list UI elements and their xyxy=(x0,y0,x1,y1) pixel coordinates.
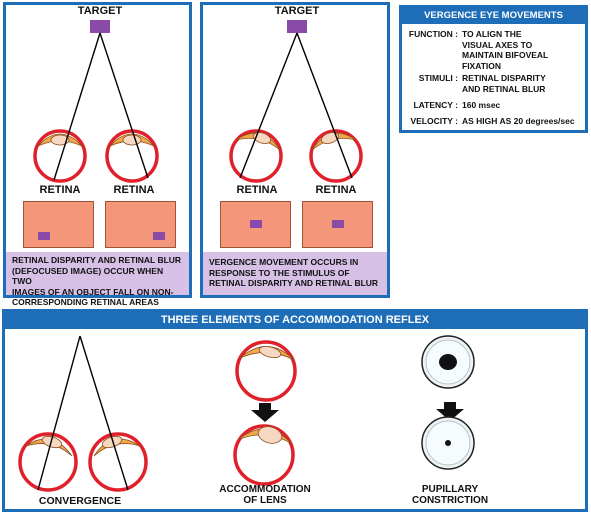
function-label: FUNCTION : xyxy=(408,29,458,39)
convergence-label: CONVERGENCE xyxy=(38,495,122,507)
pupil-dilated xyxy=(421,335,475,389)
ray-middle-2 xyxy=(296,32,353,179)
stimuli-label: STIMULI : xyxy=(418,73,458,83)
pupil-label-line-1: PUPILLARY xyxy=(421,484,479,495)
image-spot-middle-1 xyxy=(250,220,262,228)
caption-middle-line-3: RETINAL DISPARITY AND RETINAL BLUR xyxy=(209,278,379,288)
eye-left-1 xyxy=(33,129,87,183)
velocity-value: AS HIGH AS 20 degrees/sec xyxy=(462,116,575,126)
lens-label-line-2: OF LENS xyxy=(243,495,287,506)
ray-left-1 xyxy=(53,32,101,181)
retina-map-middle-1 xyxy=(220,201,291,248)
stimuli-value: RETINAL DISPARITY AND RETINAL BLUR xyxy=(462,73,584,94)
latency-label: LATENCY : xyxy=(413,100,458,110)
image-spot-left-1 xyxy=(38,232,50,240)
image-spot-left-2 xyxy=(153,232,165,240)
function-line-2: VISUAL AXES TO xyxy=(462,39,533,50)
retina-label-middle-1: RETINA xyxy=(236,184,278,196)
vergence-table xyxy=(399,5,588,133)
retina-map-middle-2 xyxy=(302,201,373,248)
caption-middle: VERGENCE MOVEMENT OCCURS IN RESPONSE TO … xyxy=(203,252,387,295)
stimuli-line-2: AND RETINAL BLUR xyxy=(462,83,546,94)
pupil-label: PUPILLARY CONSTRICTION xyxy=(390,484,510,506)
caption-middle-line-1: VERGENCE MOVEMENT OCCURS IN xyxy=(209,257,359,267)
caption-left-line-1: RETINAL DISPARITY AND RETINAL BLUR xyxy=(12,255,182,265)
latency-value: 160 msec xyxy=(462,100,501,110)
retina-label-left-2: RETINA xyxy=(113,184,155,196)
velocity-label: VELOCITY : xyxy=(410,116,458,126)
function-value: TO ALIGN THE VISUAL AXES TO MAINTAIN BIF… xyxy=(462,29,584,71)
accommodation-title: THREE ELEMENTS OF ACCOMMODATION REFLEX xyxy=(5,312,585,329)
convergence-eye-2 xyxy=(88,432,148,492)
stimuli-line-1: RETINAL DISPARITY xyxy=(462,73,546,83)
retina-map-left-1 xyxy=(23,201,94,248)
lens-eye-accommodated xyxy=(233,424,295,486)
function-line-3: MAINTAIN BIFOVEAL xyxy=(462,50,549,60)
eyes-diagram-middle xyxy=(229,32,363,183)
convergence-eye-1 xyxy=(18,432,78,492)
convergence-ray-1 xyxy=(37,335,81,491)
retina-label-left-1: RETINA xyxy=(39,184,81,196)
retina-map-left-2 xyxy=(105,201,176,248)
pupil-constricted xyxy=(421,416,475,470)
caption-left-line-3: IMAGES OF AN OBJECT FALL ON NON- xyxy=(12,286,174,297)
target-middle xyxy=(287,20,307,33)
lens-arrow-icon xyxy=(251,403,279,422)
caption-left-line-4: CORRESPONDING RETINAL AREAS xyxy=(12,297,159,307)
caption-middle-line-2: RESPONSE TO THE STIMULUS OF xyxy=(209,267,350,278)
function-line-4: FIXATION xyxy=(462,60,502,71)
ray-middle-1 xyxy=(239,32,298,179)
vergence-table-title: VERGENCE EYE MOVEMENTS xyxy=(402,8,585,24)
lens-label: ACCOMMODATION OF LENS xyxy=(205,484,325,506)
lens-eye-relaxed xyxy=(235,340,297,402)
lens-label-line-1: ACCOMMODATION xyxy=(219,484,311,495)
eyes-diagram-left xyxy=(33,32,159,183)
convergence-ray-2 xyxy=(79,335,129,491)
caption-left: RETINAL DISPARITY AND RETINAL BLUR (DEFO… xyxy=(6,252,189,307)
pupil-label-line-2: CONSTRICTION xyxy=(411,495,489,506)
retina-label-middle-2: RETINA xyxy=(315,184,357,196)
function-line-1: TO ALIGN THE xyxy=(462,29,522,39)
ray-left-2 xyxy=(99,32,149,179)
image-spot-middle-2 xyxy=(332,220,344,228)
caption-left-line-2: (DEFOCUSED IMAGE) OCCUR WHEN TWO xyxy=(12,265,164,287)
target-label-middle: TARGET xyxy=(274,5,320,17)
pupil-arrow-icon xyxy=(436,402,464,421)
target-left xyxy=(90,20,110,33)
target-label-left: TARGET xyxy=(77,5,123,17)
